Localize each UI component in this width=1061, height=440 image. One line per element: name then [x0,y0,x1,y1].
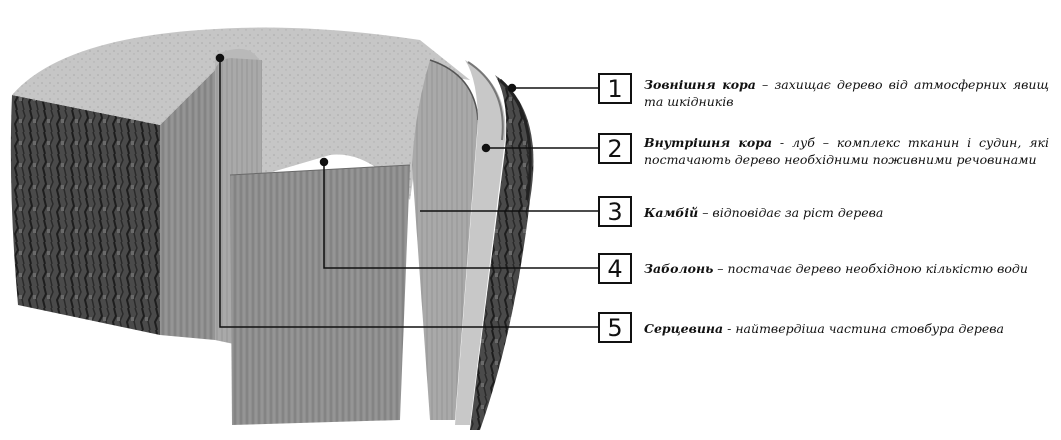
label-text-2: Внутрішня кора - луб – комплекс тканин і… [644,134,1049,168]
term-cambium: Камбій [644,205,698,220]
sep-2: - [772,135,792,150]
outer-bark-left [11,95,160,335]
term-outer-bark: Зовнішня кора [644,77,756,92]
desc-pith: найтвердіша частина стовбура дерева [735,321,1004,336]
sep-5: - [723,321,735,336]
desc-cambium: відповідає за ріст дерева [712,205,883,220]
label-number-4: 4 [598,253,632,284]
label-text-3: Камбій – відповідає за ріст дерева [644,204,1049,221]
sep-1: – [756,77,775,92]
sep-4: – [713,261,727,276]
label-text-4: Заболонь – постачає дерево необхідною кі… [644,260,1049,277]
label-text-5: Серцевина - найтвердіша частина стовбура… [644,320,1049,337]
term-pith: Серцевина [644,321,723,336]
desc-sapwood: постачає дерево необхідною кількістю вод… [728,261,1028,276]
label-number-5: 5 [598,312,632,343]
sep-3: – [698,205,712,220]
sapwood-front-face [230,165,410,425]
label-number-3: 3 [598,196,632,227]
term-sapwood: Заболонь [644,261,713,276]
label-number-2: 2 [598,133,632,164]
label-text-1: Зовнішня кора – захищає дерево від атмос… [644,76,1049,110]
term-inner-bark: Внутрішня кора [644,135,772,150]
label-number-1: 1 [598,73,632,104]
